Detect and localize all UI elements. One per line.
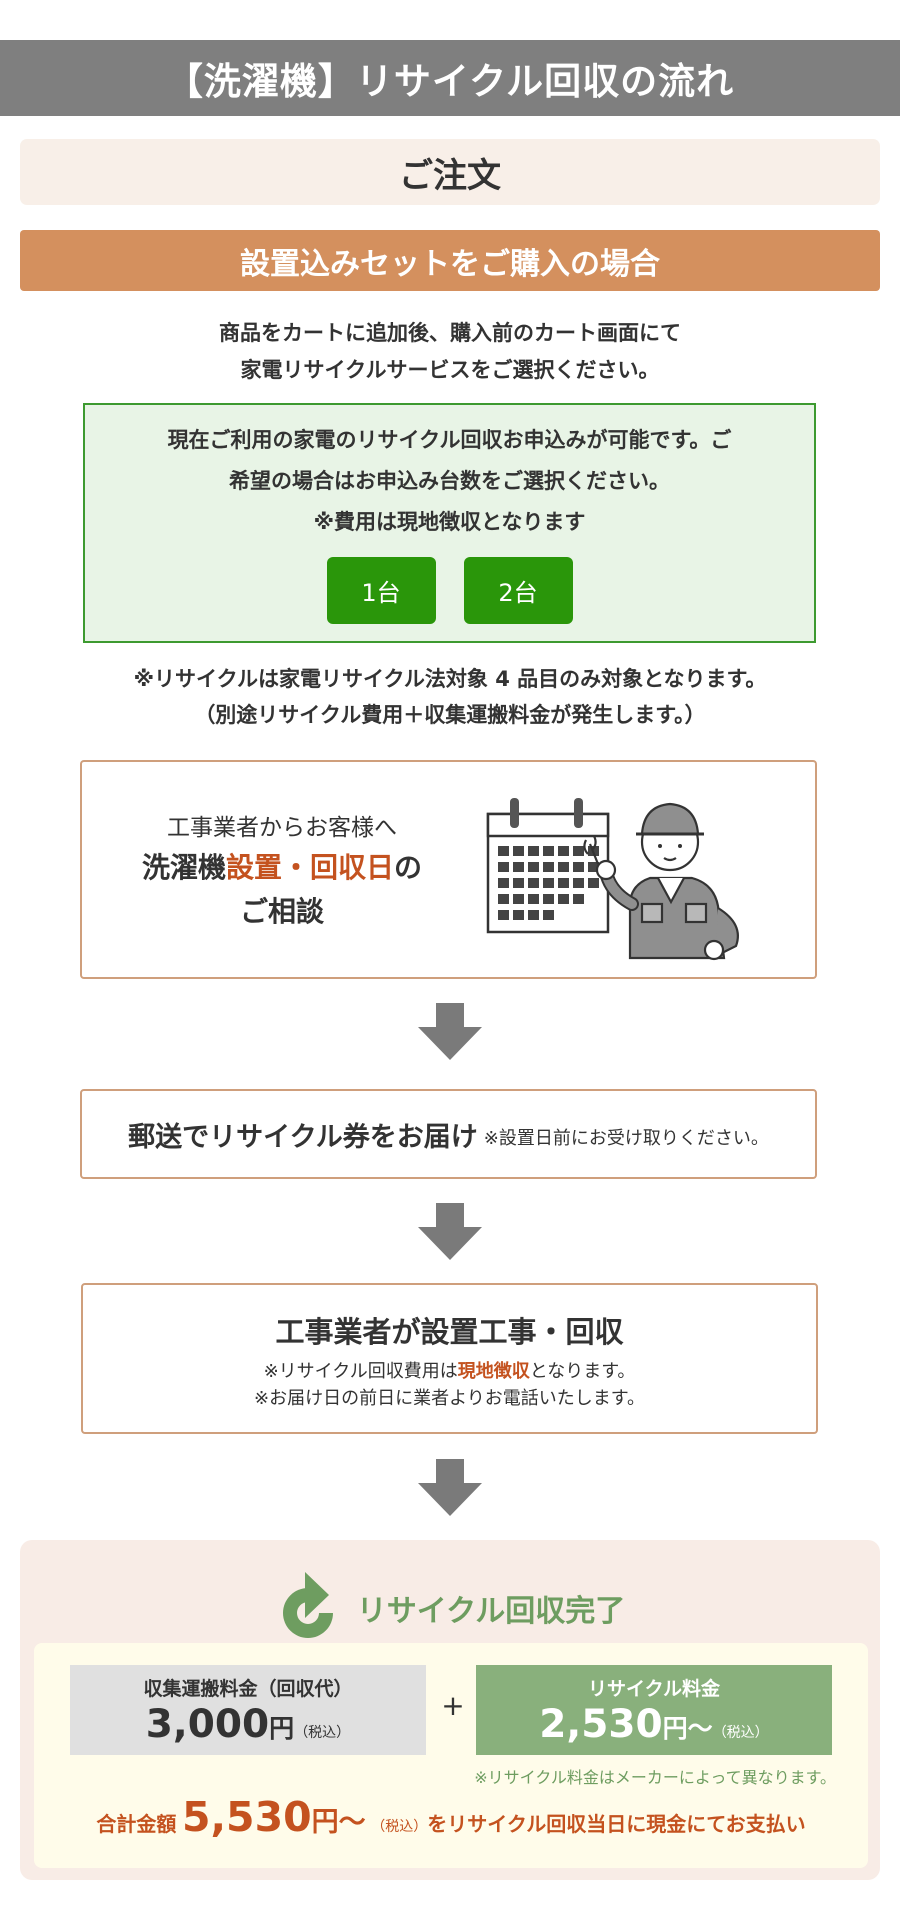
step3-note-a: ※リサイクル回収費用は — [263, 1361, 458, 1382]
set-purchase-label: 設置込みセットをご購入の場合 — [240, 246, 660, 282]
recycle-fee-tax: （税込） — [712, 1725, 769, 1741]
recycle-note-line2: （別途リサイクル費用＋収集運搬料金が発生します。） — [194, 703, 706, 727]
total-amount: 5,530 — [181, 1793, 312, 1841]
total-amount-line: 合計金額 5,530円～ （税込）をリサイクル回収当日に現金にてお支払い — [34, 1793, 868, 1841]
step-installation: 工事業者が設置工事・回収 ※リサイクル回収費用は現地徴収となります。 ※お届け日… — [81, 1283, 818, 1434]
recycle-notes: ※リサイクルは家電リサイクル法対象 4 品目のみ対象となります。 （別途リサイク… — [0, 661, 900, 733]
recycle-refresh-icon — [282, 1572, 333, 1638]
order-section: ご注文 — [20, 139, 880, 205]
collection-fee-box: 収集運搬料金（回収代） 3,000円（税込） — [70, 1665, 426, 1755]
step-ticket-delivery: 郵送でリサイクル券をお届け ※設置日前にお受け取りください。 — [80, 1089, 817, 1179]
step3-note-highlight: 現地徴収 — [457, 1361, 530, 1382]
step1-main-highlight: 設置・回収日 — [225, 851, 394, 884]
recycle-fee-price: 2,530円～（税込） — [476, 1701, 832, 1749]
recycle-fee-amount: 2,530 — [539, 1702, 663, 1747]
recycle-complete-title: リサイクル回収完了 — [356, 1594, 626, 1629]
quantity-1-button[interactable]: 1台 — [326, 557, 436, 624]
step1-main-text: 洗濯機設置・回収日の ご相談 — [82, 846, 482, 934]
worker-icon — [583, 802, 739, 961]
set-purchase-banner: 設置込みセットをご購入の場合 — [20, 230, 880, 291]
collection-fee-tax: （税込） — [294, 1725, 351, 1741]
step3-main-text: 工事業者が設置工事・回収 — [275, 1315, 624, 1349]
arrow-down-icon — [418, 1459, 482, 1516]
total-label: 合計金額 — [96, 1812, 177, 1836]
quantity-button-row: 1台 2台 — [85, 557, 814, 624]
recycle-fee-label: リサイクル料金 — [587, 1678, 721, 1700]
step3-note-c: となります。 — [529, 1361, 636, 1382]
worker-calendar-illustration — [486, 798, 739, 961]
step2-sub-text: ※設置日前にお受け取りください。 — [483, 1128, 769, 1149]
recycle-note-line1: ※リサイクルは家電リサイクル法対象 4 品目のみ対象となります。 — [133, 667, 767, 691]
step1-main-c: の — [394, 851, 423, 884]
recycle-complete-panel: リサイクル回収完了 収集運搬料金（回収代） 3,000円（税込） + リサイクル… — [20, 1540, 880, 1880]
recycle-select-line2: 希望の場合はお申込み台数をご選択ください。 — [229, 469, 670, 493]
step3-note-line2: ※お届け日の前日に業者よりお電話いたします。 — [254, 1388, 645, 1409]
cart-instruction-line2: 家電リサイクルサービスをご選択ください。 — [240, 358, 660, 382]
calendar-icon — [486, 798, 610, 934]
recycle-fee-box: リサイクル料金 2,530円～（税込） — [476, 1665, 832, 1755]
quantity-2-button[interactable]: 2台 — [463, 557, 573, 624]
fee-summary-panel: 収集運搬料金（回収代） 3,000円（税込） + リサイクル料金 2,530円～… — [34, 1643, 868, 1868]
arrow-down-icon — [418, 1203, 482, 1260]
step-consultation: 工事業者からお客様へ 洗濯機設置・回収日の ご相談 — [80, 760, 817, 979]
cart-instruction-line1: 商品をカートに追加後、購入前のカート画面にて — [219, 321, 681, 345]
collection-fee-price: 3,000円（税込） — [70, 1701, 426, 1749]
page-title: 【洗濯機】リサイクル回収の流れ — [0, 40, 900, 116]
step1-main-d: ご相談 — [239, 895, 324, 928]
recycle-select-line1: 現在ご利用の家電のリサイクル回収お申込みが可能です。ご — [167, 428, 732, 452]
cart-instruction: 商品をカートに追加後、購入前のカート画面にて 家電リサイクルサービスをご選択くだ… — [0, 315, 900, 389]
recycle-select-line3: ※費用は現地徴収となります — [313, 510, 586, 534]
arrow-down-icon — [418, 1003, 482, 1060]
step1-main-a: 洗濯機 — [141, 851, 226, 884]
collection-fee-amount: 3,000 — [145, 1702, 270, 1747]
step1-sub-text: 工事業者からお客様へ — [167, 815, 397, 841]
recycle-select-box: 現在ご利用の家電のリサイクル回収お申込みが可能です。ご 希望の場合はお申込み台数… — [83, 403, 816, 643]
order-label: ご注文 — [399, 155, 501, 196]
total-tax: （税込） — [371, 1819, 428, 1835]
plus-sign: + — [441, 1689, 465, 1722]
total-payment-text: をリサイクル回収当日に現金にてお支払い — [427, 1812, 806, 1836]
recycle-fee-unit: 円～ — [662, 1714, 713, 1743]
collection-fee-unit: 円 — [269, 1714, 295, 1743]
total-unit: 円～ — [311, 1807, 366, 1838]
collection-fee-label: 収集運搬料金（回収代） — [143, 1678, 353, 1700]
step3-note-line1: ※リサイクル回収費用は現地徴収となります。 — [83, 1358, 816, 1385]
maker-note: ※リサイクル料金はメーカーによって異なります。 — [474, 1768, 836, 1787]
recycle-complete-header: リサイクル回収完了 — [20, 1570, 880, 1646]
step2-main-text: 郵送でリサイクル券をお届け — [128, 1121, 478, 1153]
